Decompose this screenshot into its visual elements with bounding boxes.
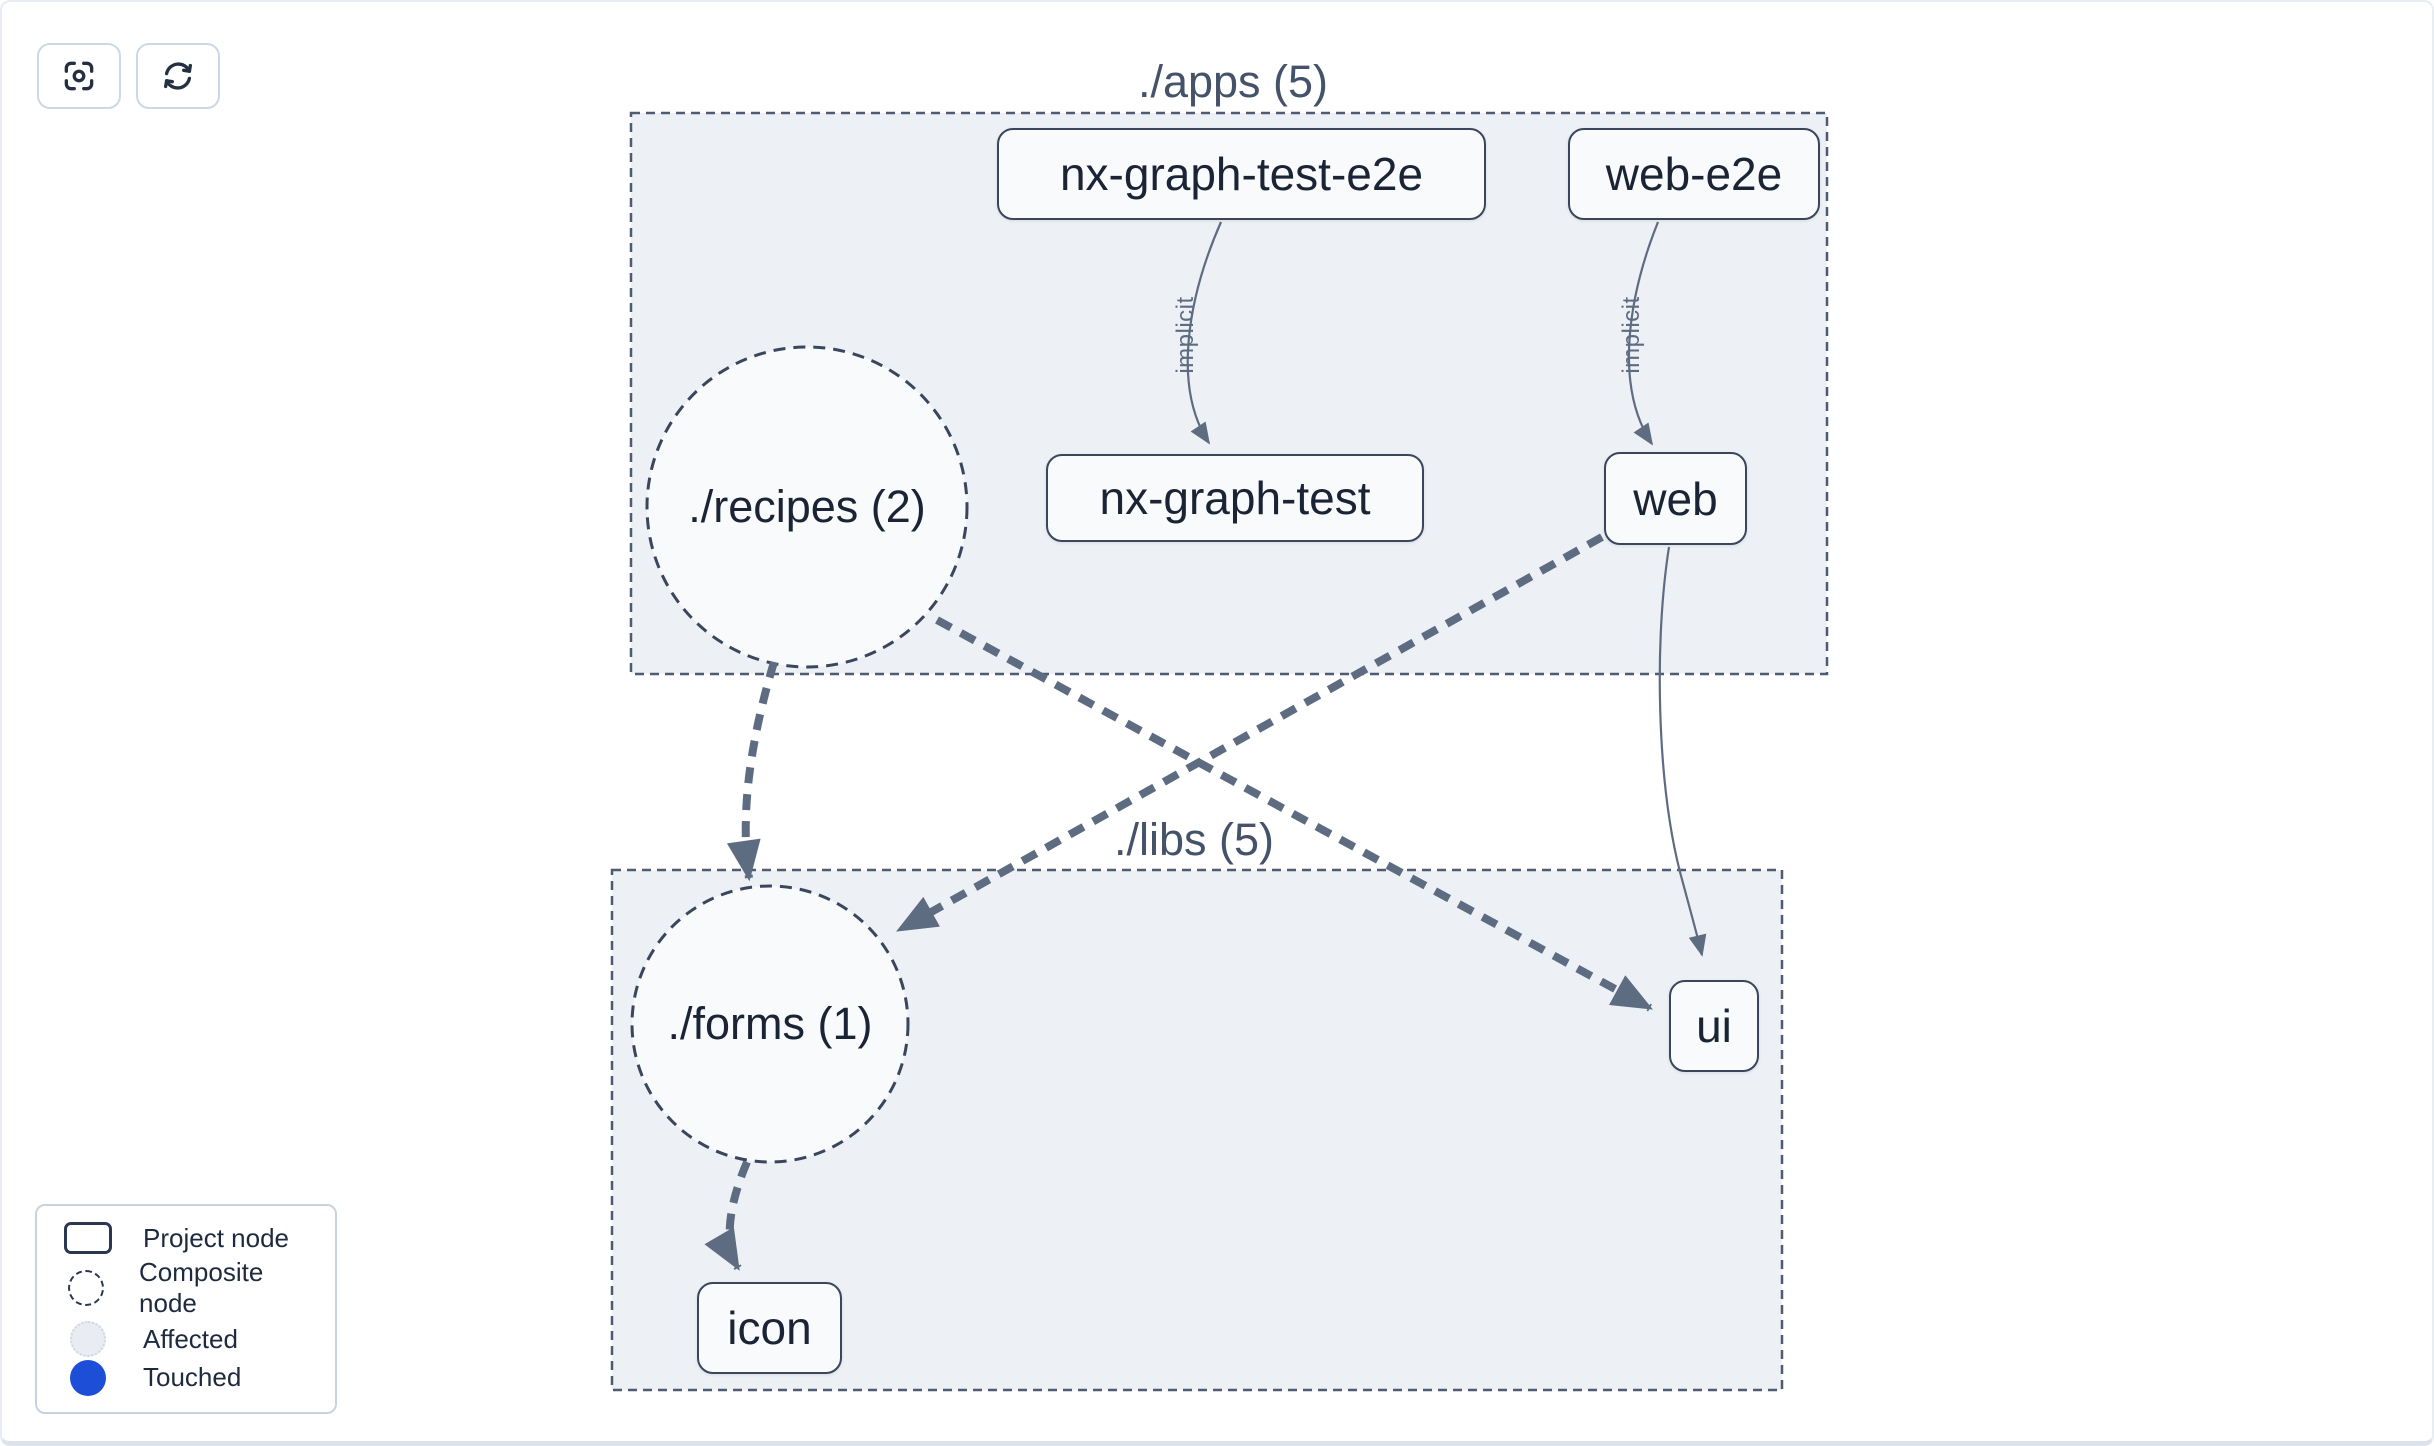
node-ui[interactable]: ui <box>1669 980 1759 1072</box>
legend-item-touched: Touched <box>55 1359 317 1396</box>
node-nx-graph-test-e2e[interactable]: nx-graph-test-e2e <box>997 128 1486 220</box>
composite-node-forms[interactable] <box>630 884 910 1164</box>
touched-icon <box>70 1359 106 1396</box>
legend-item-project-node: Project node <box>55 1222 317 1254</box>
refresh-button[interactable] <box>136 43 220 109</box>
refresh-icon <box>159 57 197 95</box>
legend-item-affected: Affected <box>55 1321 317 1358</box>
project-node-icon <box>64 1222 112 1254</box>
edge-recipes-to-forms <box>726 660 778 882</box>
group-libs-label: ./libs (5) <box>1113 814 1275 865</box>
composite-node-icon <box>68 1269 105 1306</box>
node-web-e2e[interactable]: web-e2e <box>1568 128 1820 220</box>
edge-forms-to-icon <box>704 1160 751 1271</box>
node-nx-graph-test[interactable]: nx-graph-test <box>1046 454 1424 542</box>
focus-button[interactable] <box>37 43 121 109</box>
edge-web-e2e-to-web <box>1627 221 1660 446</box>
legend-item-composite-node: Composite node <box>55 1257 317 1319</box>
legend-item-label: Touched <box>143 1362 242 1393</box>
edge-nx-graph-test-e2e-to-nx-graph-test <box>1186 221 1223 445</box>
composite-node-recipes[interactable] <box>645 345 969 669</box>
edge-label-implicit: implicit <box>1618 296 1645 374</box>
focus-crosshair-icon <box>60 57 98 95</box>
legend-panel: Project node Composite node Affected Tou… <box>35 1204 337 1414</box>
node-icon[interactable]: icon <box>697 1282 842 1374</box>
legend-item-label: Project node <box>143 1222 289 1253</box>
legend-item-label: Affected <box>143 1323 238 1354</box>
group-apps-label: ./apps (5) <box>1137 56 1329 107</box>
toolbar <box>37 43 220 109</box>
edge-web-to-ui <box>1658 546 1707 957</box>
legend-item-label: Composite node <box>139 1256 264 1318</box>
node-web[interactable]: web <box>1604 452 1747 545</box>
edge-recipes-to-ui <box>935 616 1653 1012</box>
edge-label-implicit: implicit <box>1172 296 1199 374</box>
affected-icon <box>70 1321 106 1358</box>
